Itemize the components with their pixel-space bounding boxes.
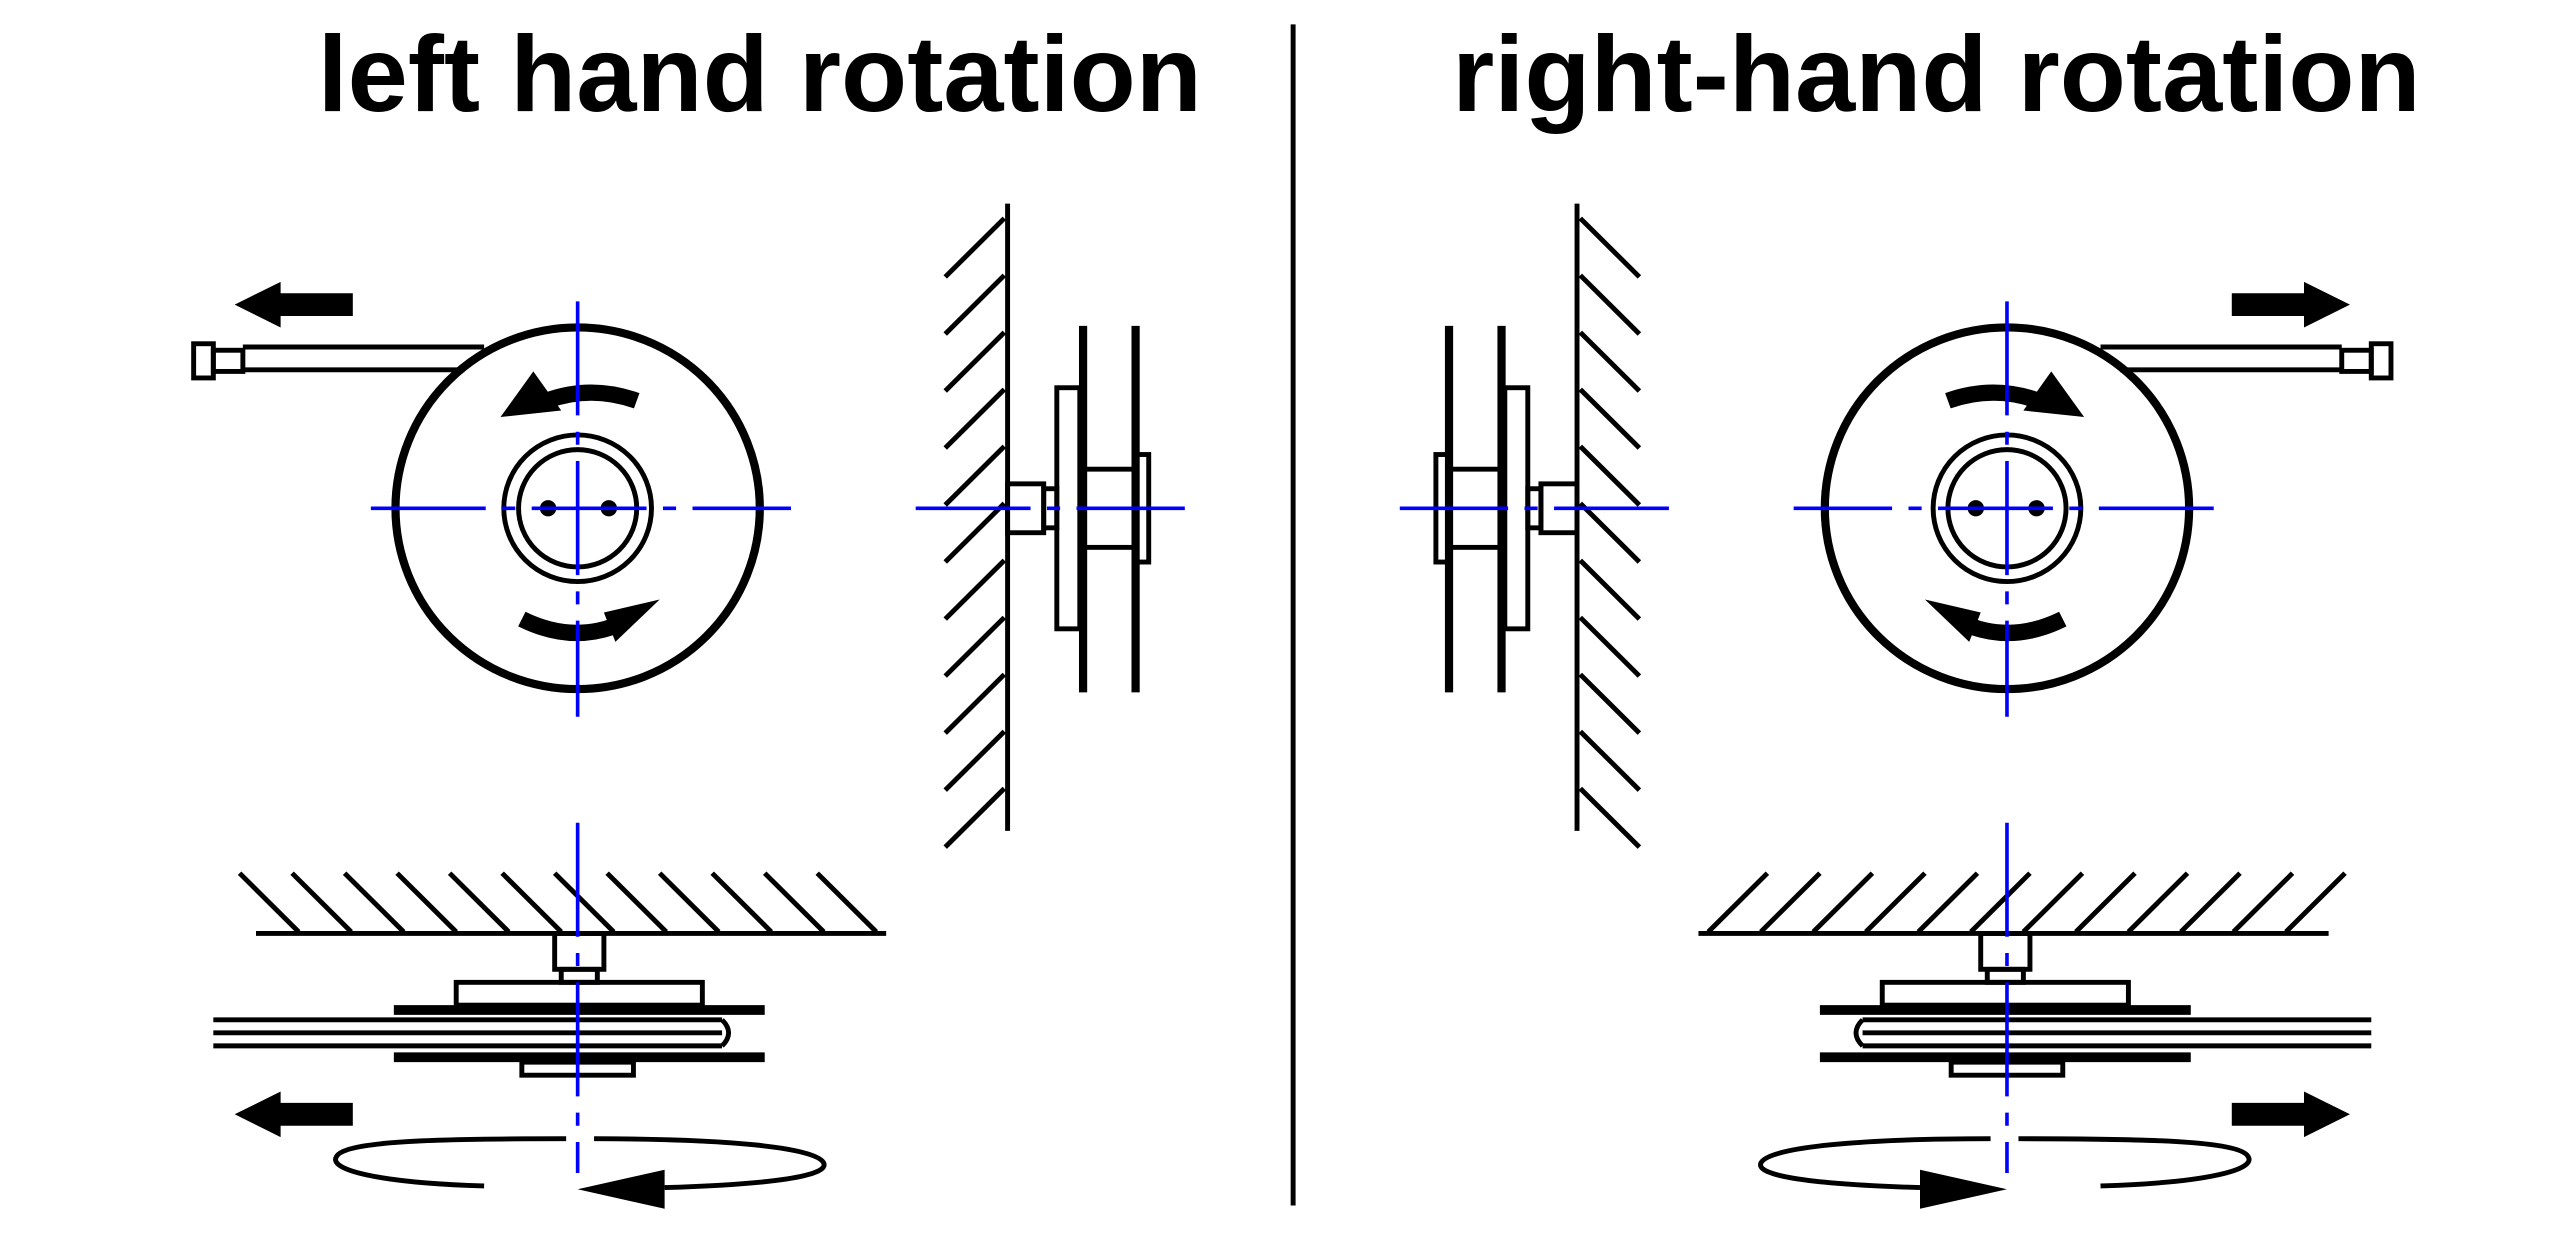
right-reel-front-view [1793,301,2394,717]
left-title: left hand rotation [318,13,1202,134]
right-pull-arrow-bottom [2231,1091,2350,1138]
right-wall-side-view [1399,203,1669,849]
left-pull-arrow-top [234,281,353,328]
right-title: right-hand rotation [1452,13,2421,134]
left-wall-side-view [915,203,1185,849]
right-reel-top-view [1698,822,2372,1209]
right-pull-arrow-top [2231,281,2350,328]
left-reel-front-view [191,301,791,717]
left-pull-arrow-bottom [234,1091,353,1138]
left-reel-top-view [213,822,887,1209]
